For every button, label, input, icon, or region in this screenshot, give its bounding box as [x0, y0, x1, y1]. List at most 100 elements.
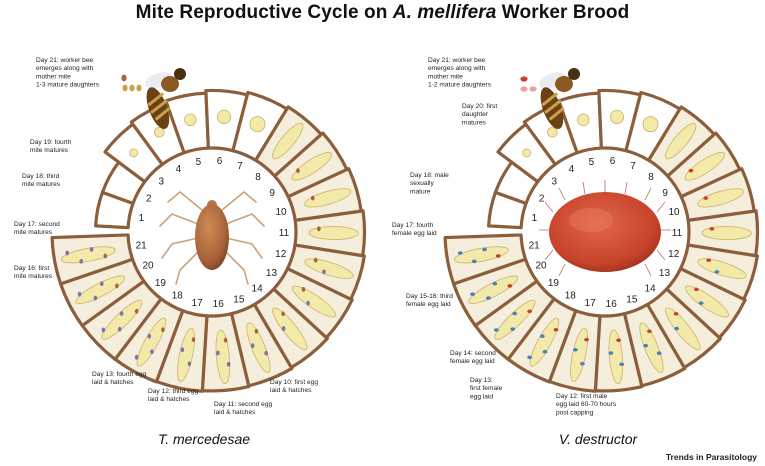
mite-marker	[512, 311, 518, 316]
pupa	[529, 317, 560, 367]
pupa	[697, 258, 747, 279]
larva	[547, 126, 558, 138]
pupa	[291, 152, 333, 181]
mite-marker	[706, 258, 712, 262]
mite-marker	[187, 361, 192, 367]
mite-marker	[539, 334, 545, 339]
vd-legend-mites	[520, 76, 537, 92]
mite-marker	[226, 361, 231, 367]
day-number: 13	[266, 268, 278, 279]
day-number: 6	[217, 156, 223, 167]
pupa	[60, 246, 116, 264]
pupa	[291, 285, 337, 318]
day-number: 6	[610, 156, 616, 167]
mite-marker	[703, 196, 709, 200]
mite-marker	[313, 257, 318, 263]
day-number: 5	[589, 157, 595, 168]
pupa	[701, 226, 752, 240]
mite-marker	[150, 349, 154, 355]
day-number: 8	[648, 172, 654, 183]
day-number: 21	[529, 241, 541, 252]
credit-label: Trends in Parasitology	[666, 452, 757, 462]
larva	[642, 116, 659, 133]
day-number: 10	[276, 207, 288, 218]
mite-marker	[486, 296, 491, 300]
mite-marker	[553, 327, 559, 332]
mite-marker	[134, 308, 139, 314]
mite-marker	[709, 227, 715, 231]
mite-marker	[93, 295, 98, 301]
pupa	[639, 322, 664, 374]
day-number: 15	[233, 294, 245, 305]
day-number: 19	[548, 278, 560, 289]
mite-marker	[115, 283, 119, 289]
mite-marker	[470, 292, 475, 297]
species-label-vd: V. destructor	[559, 431, 639, 447]
mite-marker	[161, 327, 165, 333]
larva	[522, 148, 532, 158]
mite-marker	[643, 343, 649, 348]
pupa	[75, 275, 126, 305]
mite-marker	[580, 361, 585, 366]
larva	[184, 113, 197, 127]
mite-marker	[698, 301, 704, 305]
mite-marker	[674, 326, 680, 331]
day-number: 21	[136, 241, 148, 252]
day-number: 12	[275, 249, 287, 260]
day-number: 5	[196, 157, 202, 168]
vd-mite-icon	[539, 180, 671, 277]
day-number: 19	[155, 278, 167, 289]
pupa	[272, 307, 308, 351]
mite-marker	[542, 349, 548, 354]
mite-marker	[77, 291, 82, 297]
pupa	[608, 329, 624, 385]
mite-marker	[79, 258, 84, 264]
mite-marker	[103, 253, 108, 259]
day-number: 20	[142, 261, 154, 272]
mite-marker	[322, 269, 326, 275]
pupa	[697, 188, 745, 208]
pupa	[177, 327, 195, 382]
day-number: 2	[146, 193, 152, 204]
pupa	[304, 188, 352, 208]
mite-marker	[492, 281, 498, 286]
pupa	[684, 285, 730, 318]
mite-marker	[646, 329, 652, 334]
mite-marker	[527, 355, 533, 360]
mite-marker	[572, 347, 578, 352]
day-number: 14	[252, 284, 264, 295]
title-suffix: Worker Brood	[496, 2, 630, 23]
pupa	[308, 226, 359, 240]
mite-marker	[65, 250, 69, 256]
day-number: 1	[139, 213, 145, 224]
day-number: 4	[569, 164, 575, 175]
mite-marker	[616, 338, 622, 342]
day-number: 7	[630, 161, 636, 172]
mite-marker	[510, 327, 516, 331]
pupa	[101, 299, 143, 340]
mite-marker	[223, 337, 228, 343]
pupa	[665, 122, 697, 160]
title-species: A. mellifera	[392, 2, 497, 23]
day-number: 3	[552, 176, 558, 187]
day-number: 11	[672, 228, 683, 239]
mite-marker	[250, 343, 255, 349]
mite-marker	[191, 337, 196, 343]
larva	[216, 109, 232, 125]
mite-marker	[281, 326, 286, 331]
mite-marker	[527, 309, 533, 314]
mite-marker	[147, 333, 152, 339]
mite-marker	[656, 351, 662, 355]
